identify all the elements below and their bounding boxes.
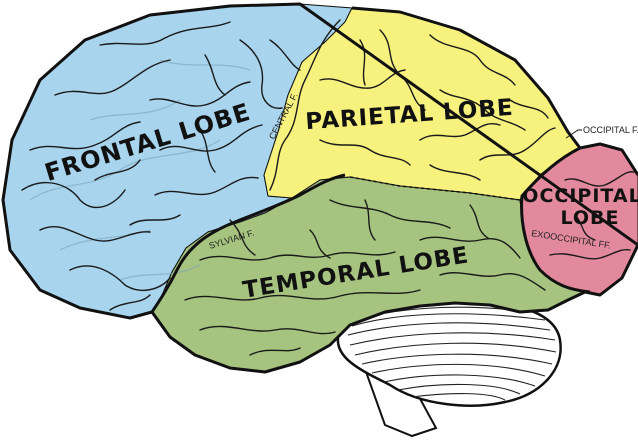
cerebrum-outline bbox=[1, 2, 638, 374]
occipital-lobe-label-line1: OCCIPITAL bbox=[522, 185, 638, 207]
occipital-lobe-label-line2: LOBE bbox=[560, 207, 619, 229]
brain-gyri bbox=[21, 19, 635, 356]
parieto-temporal-boundary bbox=[349, 176, 521, 201]
occipital-fissure-label: OCCIPITAL F. bbox=[583, 125, 638, 135]
sylvian-fissure-line bbox=[150, 173, 346, 313]
cerebellum bbox=[336, 300, 562, 438]
occipital-boundary-line bbox=[520, 146, 591, 294]
fissure-lines bbox=[150, 129, 591, 313]
